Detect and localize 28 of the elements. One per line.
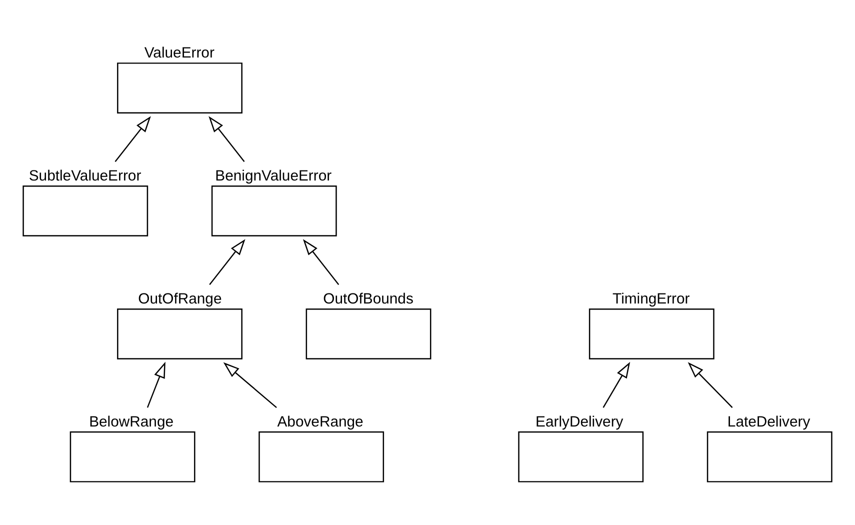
arrow: [302, 239, 340, 285]
node-box: [518, 431, 644, 482]
arrow: [208, 116, 245, 162]
node-box: [706, 431, 832, 482]
node-label: BenignValueError: [215, 168, 332, 185]
node-box: [70, 431, 196, 482]
node-box: [211, 186, 337, 236]
arrow: [223, 362, 277, 408]
node-label: SubtleValueError: [28, 168, 142, 185]
node-box: [117, 308, 242, 360]
node-label: LateDelivery: [727, 414, 810, 431]
node-label: EarlyDelivery: [536, 414, 624, 431]
node-label: BelowRange: [89, 414, 174, 431]
node-box: [588, 308, 714, 360]
node-box: [258, 431, 384, 482]
node-label: ValueError: [144, 46, 214, 62]
node-box: [306, 308, 432, 360]
arrow: [114, 116, 151, 162]
arrow: [602, 362, 630, 408]
node-label: OutOfBounds: [323, 292, 414, 308]
arrow: [146, 362, 166, 408]
arrow: [688, 362, 733, 408]
node-label: AboveRange: [277, 414, 364, 431]
node-box: [117, 62, 242, 114]
node-label: TimingError: [612, 292, 690, 308]
node-label: OutOfRange: [138, 292, 222, 308]
node-box: [22, 186, 148, 236]
arrow: [209, 239, 246, 285]
